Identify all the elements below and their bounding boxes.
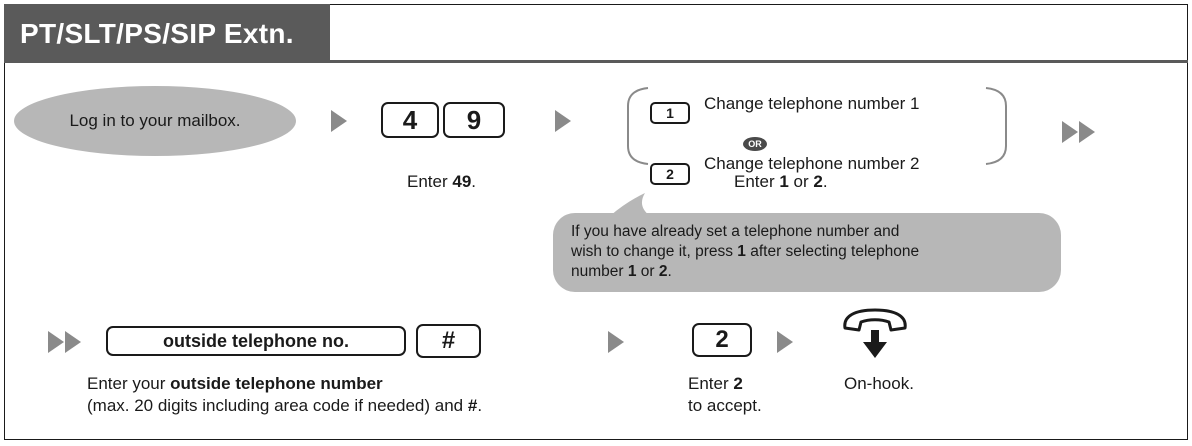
next-arrow-icon <box>555 110 571 132</box>
on-hook-caption: On-hook. <box>844 374 914 393</box>
continue-arrow-icon <box>48 331 81 353</box>
key-2: 2 <box>650 163 690 185</box>
outside-number-field: outside telephone no. <box>106 326 406 356</box>
left-parenthesis <box>627 87 649 165</box>
continue-arrow-icon <box>1062 121 1095 143</box>
or-badge: OR <box>743 137 767 151</box>
handset-down-icon <box>843 308 907 358</box>
enter-1-or-2-caption: Enter 1 or 2. <box>734 172 828 191</box>
outside-number-caption-1: Enter your outside telephone number <box>87 374 383 393</box>
procedure-frame <box>4 4 1188 440</box>
accept-caption-2: to accept. <box>688 396 762 415</box>
tip-callout: If you have already set a telephone numb… <box>553 213 1061 292</box>
enter-49-caption: Enter 49. <box>407 172 477 191</box>
tip-line-2: wish to change it, press 1 after selecti… <box>571 243 920 260</box>
tip-line-3: number 1 or 2. <box>571 263 672 280</box>
key-9: 9 <box>443 102 505 138</box>
accept-caption-1: Enter 2 <box>688 374 743 393</box>
outside-number-caption-2: (max. 20 digits including area code if n… <box>87 396 483 415</box>
right-parenthesis <box>985 87 1007 165</box>
title-rule <box>4 60 1188 63</box>
tip-line-1: If you have already set a telephone numb… <box>571 223 900 240</box>
extension-type-title: PT/SLT/PS/SIP Extn. <box>4 4 330 62</box>
login-mailbox-step: Log in to your mailbox. <box>14 86 296 156</box>
option-1-label: Change telephone number 1 <box>704 94 920 113</box>
key-2-accept: 2 <box>692 323 752 357</box>
key-4: 4 <box>381 102 439 138</box>
key-hash: # <box>416 324 481 358</box>
next-arrow-icon <box>331 110 347 132</box>
next-arrow-icon <box>608 331 624 353</box>
key-1: 1 <box>650 102 690 124</box>
option-2-label: Change telephone number 2 <box>704 154 920 173</box>
next-arrow-icon <box>777 331 793 353</box>
